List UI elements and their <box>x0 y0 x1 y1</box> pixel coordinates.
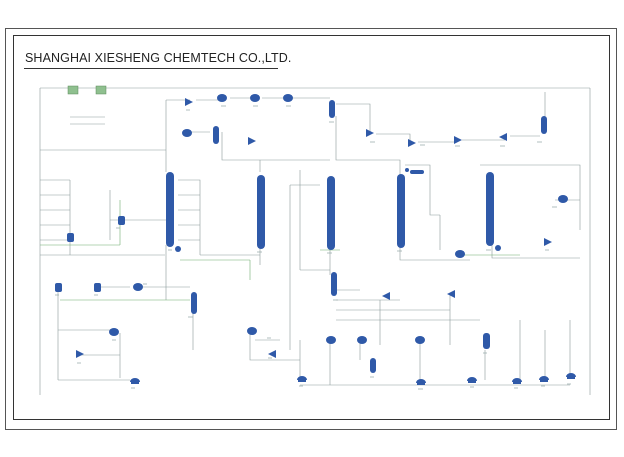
pump <box>185 98 193 106</box>
exchanger <box>539 376 549 382</box>
small-vessel <box>118 216 125 225</box>
title-underline <box>24 68 278 69</box>
vessels <box>55 94 568 344</box>
company-title: SHANGHAI XIESHENG CHEMTECH CO.,LTD. <box>25 51 292 65</box>
small-vessel <box>55 283 62 292</box>
pipe <box>178 179 201 255</box>
pump <box>248 137 256 145</box>
small-vessel <box>94 283 101 292</box>
pipe <box>80 286 194 356</box>
column-c4 <box>397 174 405 248</box>
exchanger <box>130 378 140 384</box>
pipe <box>329 340 486 385</box>
pump <box>366 129 374 137</box>
column-low-2 <box>483 333 490 349</box>
heat-exchangers <box>130 373 576 385</box>
drum <box>217 94 227 102</box>
pipe <box>57 290 130 381</box>
pump <box>382 292 390 300</box>
drum <box>182 129 192 137</box>
tag-mark <box>186 105 375 143</box>
column-top-1 <box>213 126 219 144</box>
exchanger <box>297 376 307 382</box>
exchanger <box>416 379 426 385</box>
pipe <box>480 164 581 259</box>
tag-mark <box>77 352 571 389</box>
pipe <box>289 170 330 350</box>
drum <box>250 94 260 102</box>
pipe <box>336 103 540 143</box>
drum <box>415 336 425 344</box>
drum <box>133 283 143 291</box>
pipe <box>200 160 261 265</box>
process-piping <box>39 87 591 395</box>
drum <box>558 195 568 203</box>
column-top-2 <box>329 100 335 118</box>
column-c3 <box>327 176 335 250</box>
small-vessel <box>67 233 74 242</box>
pipe <box>165 100 330 300</box>
legend-swatches <box>67 85 107 125</box>
reboiler <box>175 246 181 252</box>
pipe <box>40 149 166 256</box>
drum <box>247 327 257 335</box>
column-mid-1 <box>331 272 337 296</box>
pipe <box>329 250 480 321</box>
exchanger <box>566 373 576 379</box>
columns <box>166 100 547 373</box>
pumps <box>76 98 552 358</box>
pipe <box>335 92 546 175</box>
pump <box>499 133 507 141</box>
pump <box>447 290 455 298</box>
pipe <box>300 295 570 386</box>
drawing-border <box>13 35 610 420</box>
pump <box>544 238 552 246</box>
pipe <box>69 180 166 255</box>
exchanger <box>512 378 522 384</box>
column-low-1 <box>370 358 376 373</box>
legend-swatch <box>95 85 107 95</box>
drum <box>326 336 336 344</box>
column-c2 <box>257 175 265 249</box>
column-top-3 <box>541 116 547 134</box>
column-c1 <box>166 172 174 247</box>
equipment-tag-marks <box>55 105 571 390</box>
pipe <box>399 164 470 261</box>
drum <box>455 250 465 258</box>
tag-mark <box>168 141 542 253</box>
drum <box>283 94 293 102</box>
pipe <box>166 97 330 101</box>
tag-mark <box>116 206 557 254</box>
legend-line <box>70 116 105 125</box>
pipe <box>249 330 301 380</box>
exchanger <box>467 377 477 383</box>
legend-swatch <box>67 85 79 95</box>
pipe <box>60 249 520 301</box>
reboiler <box>405 168 409 172</box>
pump <box>408 139 416 147</box>
pipe <box>39 87 591 395</box>
pipe <box>519 320 571 380</box>
pump <box>454 136 462 144</box>
column-c5 <box>486 172 494 246</box>
drum <box>357 336 367 344</box>
drum <box>109 328 119 336</box>
pump <box>76 350 84 358</box>
tag-mark <box>267 337 518 390</box>
utility-piping <box>40 200 520 301</box>
tag-mark <box>55 283 338 341</box>
reboiler <box>495 245 501 251</box>
column-mid-2 <box>191 292 197 314</box>
reflux-drum <box>410 170 424 174</box>
outer-border <box>5 28 617 430</box>
pump <box>268 350 276 358</box>
